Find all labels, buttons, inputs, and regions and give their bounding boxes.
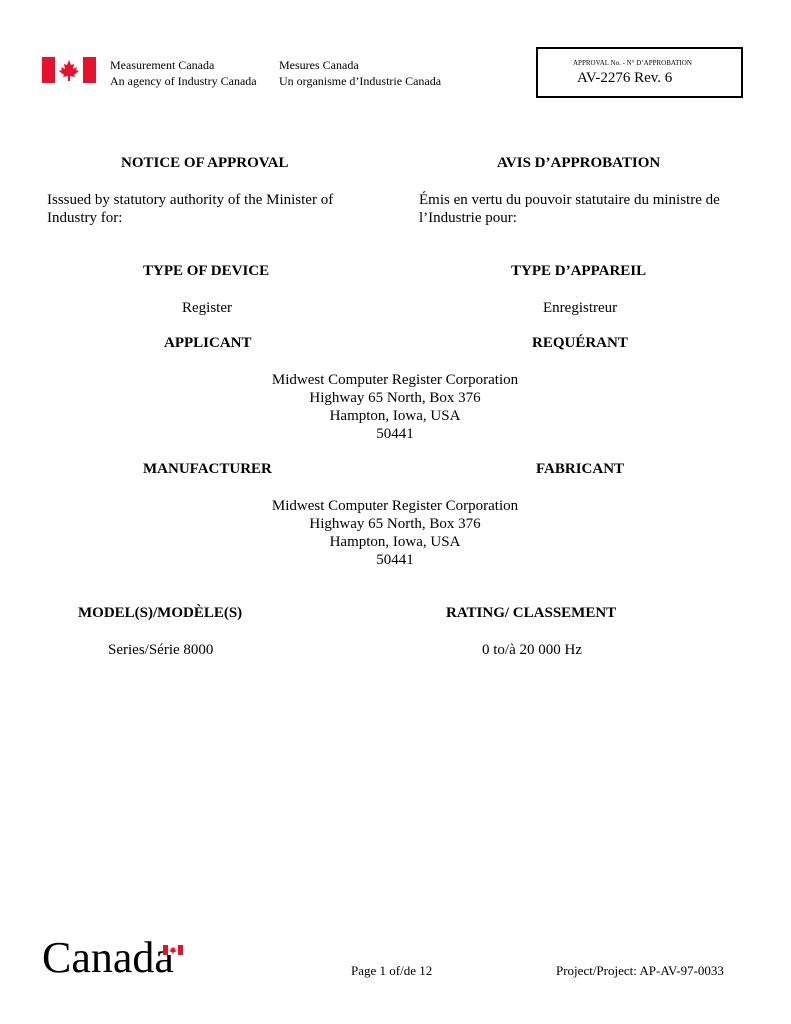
approval-number-label: APPROVAL No. - N° D’APPROBATION xyxy=(573,59,692,67)
parent-agency-en: An agency of Industry Canada xyxy=(110,74,257,88)
manufacturer-label-fr: FABRICANT xyxy=(536,461,625,477)
applicant-postal: 50441 xyxy=(376,426,414,442)
notice-title-en: NOTICE OF APPROVAL xyxy=(121,155,289,171)
parent-agency-fr: Un organisme d’Industrie Canada xyxy=(279,74,442,88)
approval-number-box: APPROVAL No. - N° D’APPROBATION AV-2276 … xyxy=(536,47,743,98)
manufacturer-address: Midwest Computer Register Corporation Hi… xyxy=(195,497,595,569)
manufacturer-street: Highway 65 North, Box 376 xyxy=(309,516,481,532)
manufacturer-label-en: MANUFACTURER xyxy=(143,461,272,477)
page-number: Page 1 of/de 12 xyxy=(351,963,433,978)
applicant-company: Midwest Computer Register Corporation xyxy=(271,372,519,388)
manufacturer-company: Midwest Computer Register Corporation xyxy=(271,498,519,514)
manufacturer-city: Hampton, Iowa, USA xyxy=(329,534,461,550)
canada-flag-icon xyxy=(42,57,96,83)
device-type-label-fr: TYPE D’APPAREIL xyxy=(511,263,647,279)
model-label: MODEL(S)/MODÈLE(S) xyxy=(78,605,243,621)
device-type-value-en: Register xyxy=(182,300,232,316)
project-number: Project/Project: AP-AV-97-0033 xyxy=(556,963,724,978)
applicant-street: Highway 65 North, Box 376 xyxy=(309,390,481,406)
applicant-label-en: APPLICANT xyxy=(164,335,252,351)
device-type-value-fr: Enregistreur xyxy=(543,300,618,316)
model-value: Series/Série 8000 xyxy=(108,642,214,658)
canada-wordmark: Canada xyxy=(42,933,174,982)
wordmark-flag-icon xyxy=(163,942,183,955)
rating-label: RATING/ CLASSEMENT xyxy=(446,605,617,621)
approval-number: AV-2276 Rev. 6 xyxy=(577,70,673,86)
notice-title-fr: AVIS D’APPROBATION xyxy=(497,155,661,171)
device-type-label-en: TYPE OF DEVICE xyxy=(143,263,270,279)
issued-authority-fr: Émis en vertu du pouvoir statutaire du m… xyxy=(419,192,720,226)
manufacturer-postal: 50441 xyxy=(376,552,414,568)
issued-authority-en: Isssued by statutory authority of the Mi… xyxy=(47,192,334,226)
agency-name-fr: Mesures Canada xyxy=(279,58,359,72)
rating-value: 0 to/à 20 000 Hz xyxy=(482,642,582,658)
agency-name-en: Measurement Canada xyxy=(110,58,215,72)
applicant-label-fr: REQUÉRANT xyxy=(532,335,628,351)
applicant-address: Midwest Computer Register Corporation Hi… xyxy=(195,371,595,443)
applicant-city: Hampton, Iowa, USA xyxy=(329,408,461,424)
